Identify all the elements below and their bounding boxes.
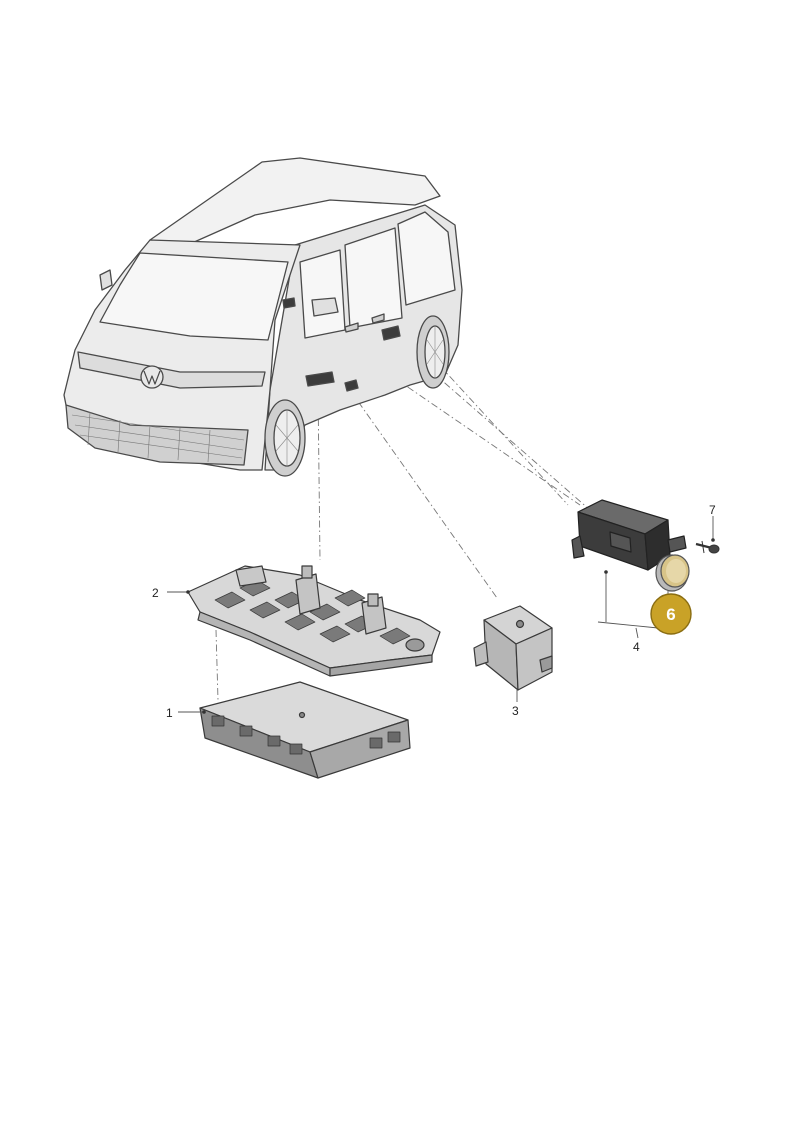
callout-2: 2 [152, 586, 159, 600]
sensor-module-icon [473, 605, 553, 691]
callout-7: 7 [709, 503, 716, 517]
highlight-badge[interactable]: 6 [650, 593, 692, 635]
screw-icon [695, 540, 720, 554]
coin-battery-icon [655, 554, 690, 592]
antenna-module-icon [571, 499, 687, 571]
callout-4: 4 [633, 640, 640, 654]
callout-leaders [167, 516, 714, 713]
control-unit-icon [199, 681, 411, 779]
callout-dots [186, 538, 715, 714]
callout-1: 1 [166, 706, 173, 720]
highlight-badge-label: 6 [666, 605, 675, 624]
mounting-bracket-icon [187, 565, 441, 677]
callout-3: 3 [512, 704, 519, 718]
vehicle-illustration [63, 157, 463, 477]
